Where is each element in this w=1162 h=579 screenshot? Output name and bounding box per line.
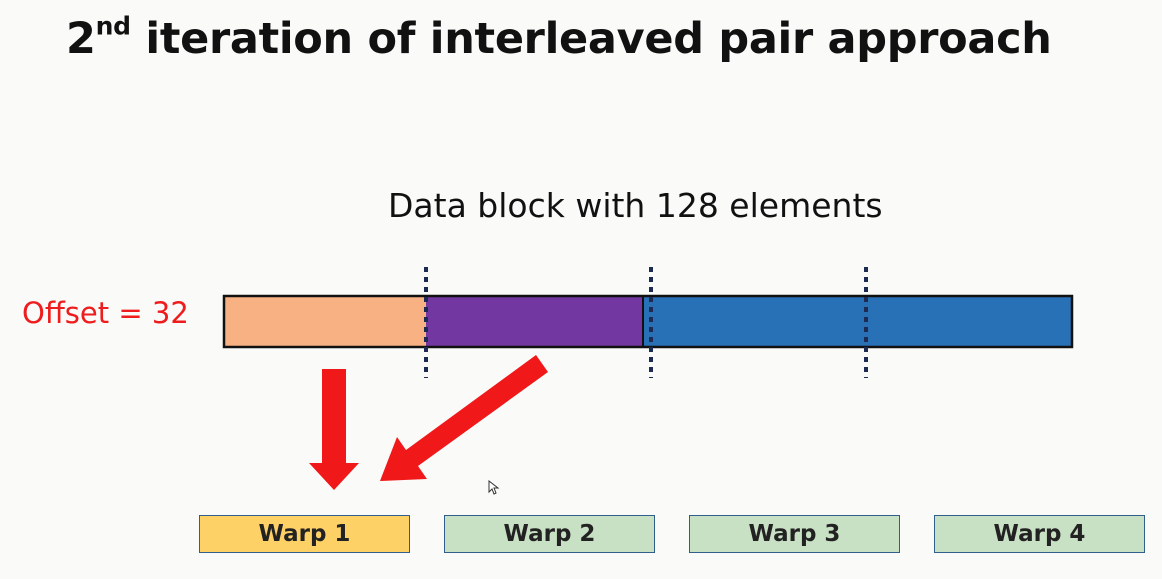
warp-2-box: Warp 2 bbox=[444, 515, 655, 553]
mouse-cursor-icon bbox=[488, 480, 500, 495]
down-arrow bbox=[309, 369, 359, 490]
slide-title: 2nd iteration of interleaved pair approa… bbox=[66, 11, 1052, 64]
warp-1-box: Warp 1 bbox=[199, 515, 410, 553]
diagonal-arrow bbox=[380, 355, 548, 481]
offset-label: Offset = 32 bbox=[22, 296, 189, 330]
segment-3 bbox=[643, 296, 1072, 347]
warp-3-box: Warp 3 bbox=[689, 515, 900, 553]
data-block-caption: Data block with 128 elements bbox=[388, 186, 883, 225]
data-block-outline bbox=[222, 294, 1074, 349]
warp-4-box: Warp 4 bbox=[934, 515, 1145, 553]
segment-2 bbox=[426, 296, 643, 347]
segment-1 bbox=[224, 296, 426, 347]
